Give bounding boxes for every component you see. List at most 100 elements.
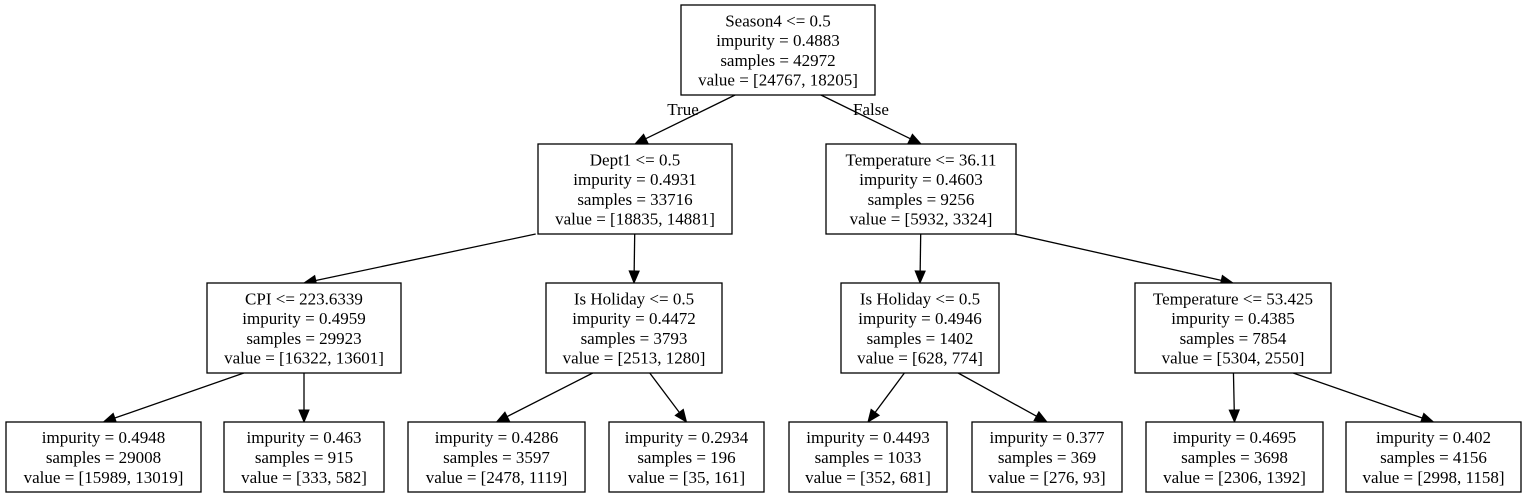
node-box bbox=[1345, 421, 1522, 493]
arrowhead-icon bbox=[102, 412, 118, 424]
node-text-line: Temperature <= 36.11 bbox=[846, 150, 997, 169]
node-text-line: impurity = 0.4603 bbox=[859, 170, 982, 189]
tree-edge bbox=[298, 373, 310, 424]
tree-edge: True bbox=[633, 94, 736, 145]
edge-label: False bbox=[853, 100, 889, 119]
node-text-line: impurity = 0.4286 bbox=[435, 428, 558, 447]
node-text-line: impurity = 0.4695 bbox=[1173, 428, 1296, 447]
node-box bbox=[680, 4, 876, 96]
edge-line bbox=[649, 372, 680, 413]
node-box bbox=[788, 421, 948, 493]
node-text-line: value = [352, 681] bbox=[805, 468, 931, 487]
node-text-line: value = [5304, 2550] bbox=[1162, 349, 1305, 368]
arrowhead-icon bbox=[1419, 412, 1435, 424]
edge-line bbox=[874, 372, 905, 413]
node-text-line: samples = 3698 bbox=[1181, 448, 1288, 467]
arrowhead-icon bbox=[495, 411, 511, 423]
node-text-line: Is Holiday <= 0.5 bbox=[574, 289, 694, 308]
tree-edge bbox=[102, 372, 245, 424]
node-box bbox=[223, 421, 385, 493]
tree-edge bbox=[1228, 372, 1240, 424]
edge-line bbox=[919, 233, 922, 272]
node-box bbox=[608, 421, 765, 493]
tree-edge bbox=[914, 233, 926, 285]
node-box bbox=[971, 421, 1123, 493]
tree-edge bbox=[495, 372, 594, 423]
tree-edge bbox=[302, 233, 536, 287]
node-text-line: samples = 1402 bbox=[867, 329, 974, 348]
arrowhead-icon bbox=[1228, 409, 1240, 424]
node-text-line: Is Holiday <= 0.5 bbox=[860, 289, 980, 308]
node-text-line: value = [276, 93] bbox=[988, 468, 1105, 487]
node-box bbox=[1145, 421, 1324, 493]
node-text-line: impurity = 0.4883 bbox=[716, 31, 839, 50]
node-text-line: value = [18835, 14881] bbox=[555, 210, 715, 229]
node-box bbox=[825, 143, 1017, 235]
node-text-line: samples = 369 bbox=[998, 448, 1096, 467]
edge-line bbox=[820, 94, 911, 140]
edge-line bbox=[633, 233, 636, 272]
node-text-line: samples = 4156 bbox=[1380, 448, 1487, 467]
arrowhead-icon bbox=[633, 133, 649, 145]
node-text-line: samples = 9256 bbox=[868, 190, 975, 209]
node-text-line: value = [5932, 3324] bbox=[850, 210, 993, 229]
edge-line bbox=[315, 233, 536, 282]
node-text-line: impurity = 0.4959 bbox=[242, 309, 365, 328]
tree-edge bbox=[957, 372, 1049, 423]
edge-line bbox=[114, 372, 245, 419]
node-box bbox=[407, 421, 586, 493]
node-text-line: samples = 3597 bbox=[443, 448, 550, 467]
node-text-line: Season4 <= 0.5 bbox=[725, 11, 831, 30]
edge-line bbox=[1232, 372, 1235, 411]
node-text-line: impurity = 0.4472 bbox=[572, 309, 695, 328]
node-text-line: samples = 33716 bbox=[577, 190, 692, 209]
node-box bbox=[840, 282, 1000, 374]
edge-line bbox=[1292, 372, 1423, 419]
arrowhead-icon bbox=[907, 133, 923, 145]
node-text-line: impurity = 0.2934 bbox=[625, 428, 749, 447]
node-text-line: value = [2998, 1158] bbox=[1362, 468, 1504, 487]
edge-line bbox=[645, 94, 736, 140]
node-text-line: impurity = 0.4385 bbox=[1171, 309, 1294, 328]
node-text-line: impurity = 0.402 bbox=[1376, 428, 1491, 447]
node-text-line: value = [628, 774] bbox=[857, 349, 983, 368]
node-text-line: value = [2306, 1392] bbox=[1163, 468, 1306, 487]
arrowhead-icon bbox=[867, 408, 881, 424]
node-text-line: value = [35, 161] bbox=[628, 468, 745, 487]
node-text-line: Temperature <= 53.425 bbox=[1153, 289, 1313, 308]
edge-line bbox=[957, 372, 1037, 417]
node-text-line: impurity = 0.4493 bbox=[806, 428, 929, 447]
tree-edge bbox=[1292, 372, 1435, 424]
arrowhead-icon bbox=[914, 270, 926, 285]
tree-edge bbox=[649, 372, 688, 424]
node-text-line: value = [15989, 13019] bbox=[24, 468, 184, 487]
node-text-line: impurity = 0.4931 bbox=[573, 170, 696, 189]
node-text-line: samples = 7854 bbox=[1180, 329, 1287, 348]
node-text-line: impurity = 0.377 bbox=[990, 428, 1105, 447]
node-text-line: impurity = 0.4946 bbox=[858, 309, 981, 328]
node-text-line: value = [2478, 1119] bbox=[426, 468, 567, 487]
node-box bbox=[5, 421, 202, 493]
arrowhead-icon bbox=[628, 270, 640, 285]
node-text-line: CPI <= 223.6339 bbox=[245, 289, 363, 308]
edge-line bbox=[506, 372, 594, 418]
node-box bbox=[1134, 282, 1332, 374]
node-text-line: samples = 29923 bbox=[246, 329, 361, 348]
tree-edge: False bbox=[820, 94, 923, 145]
node-text-line: value = [16322, 13601] bbox=[224, 349, 384, 368]
tree-edge bbox=[1014, 233, 1235, 286]
